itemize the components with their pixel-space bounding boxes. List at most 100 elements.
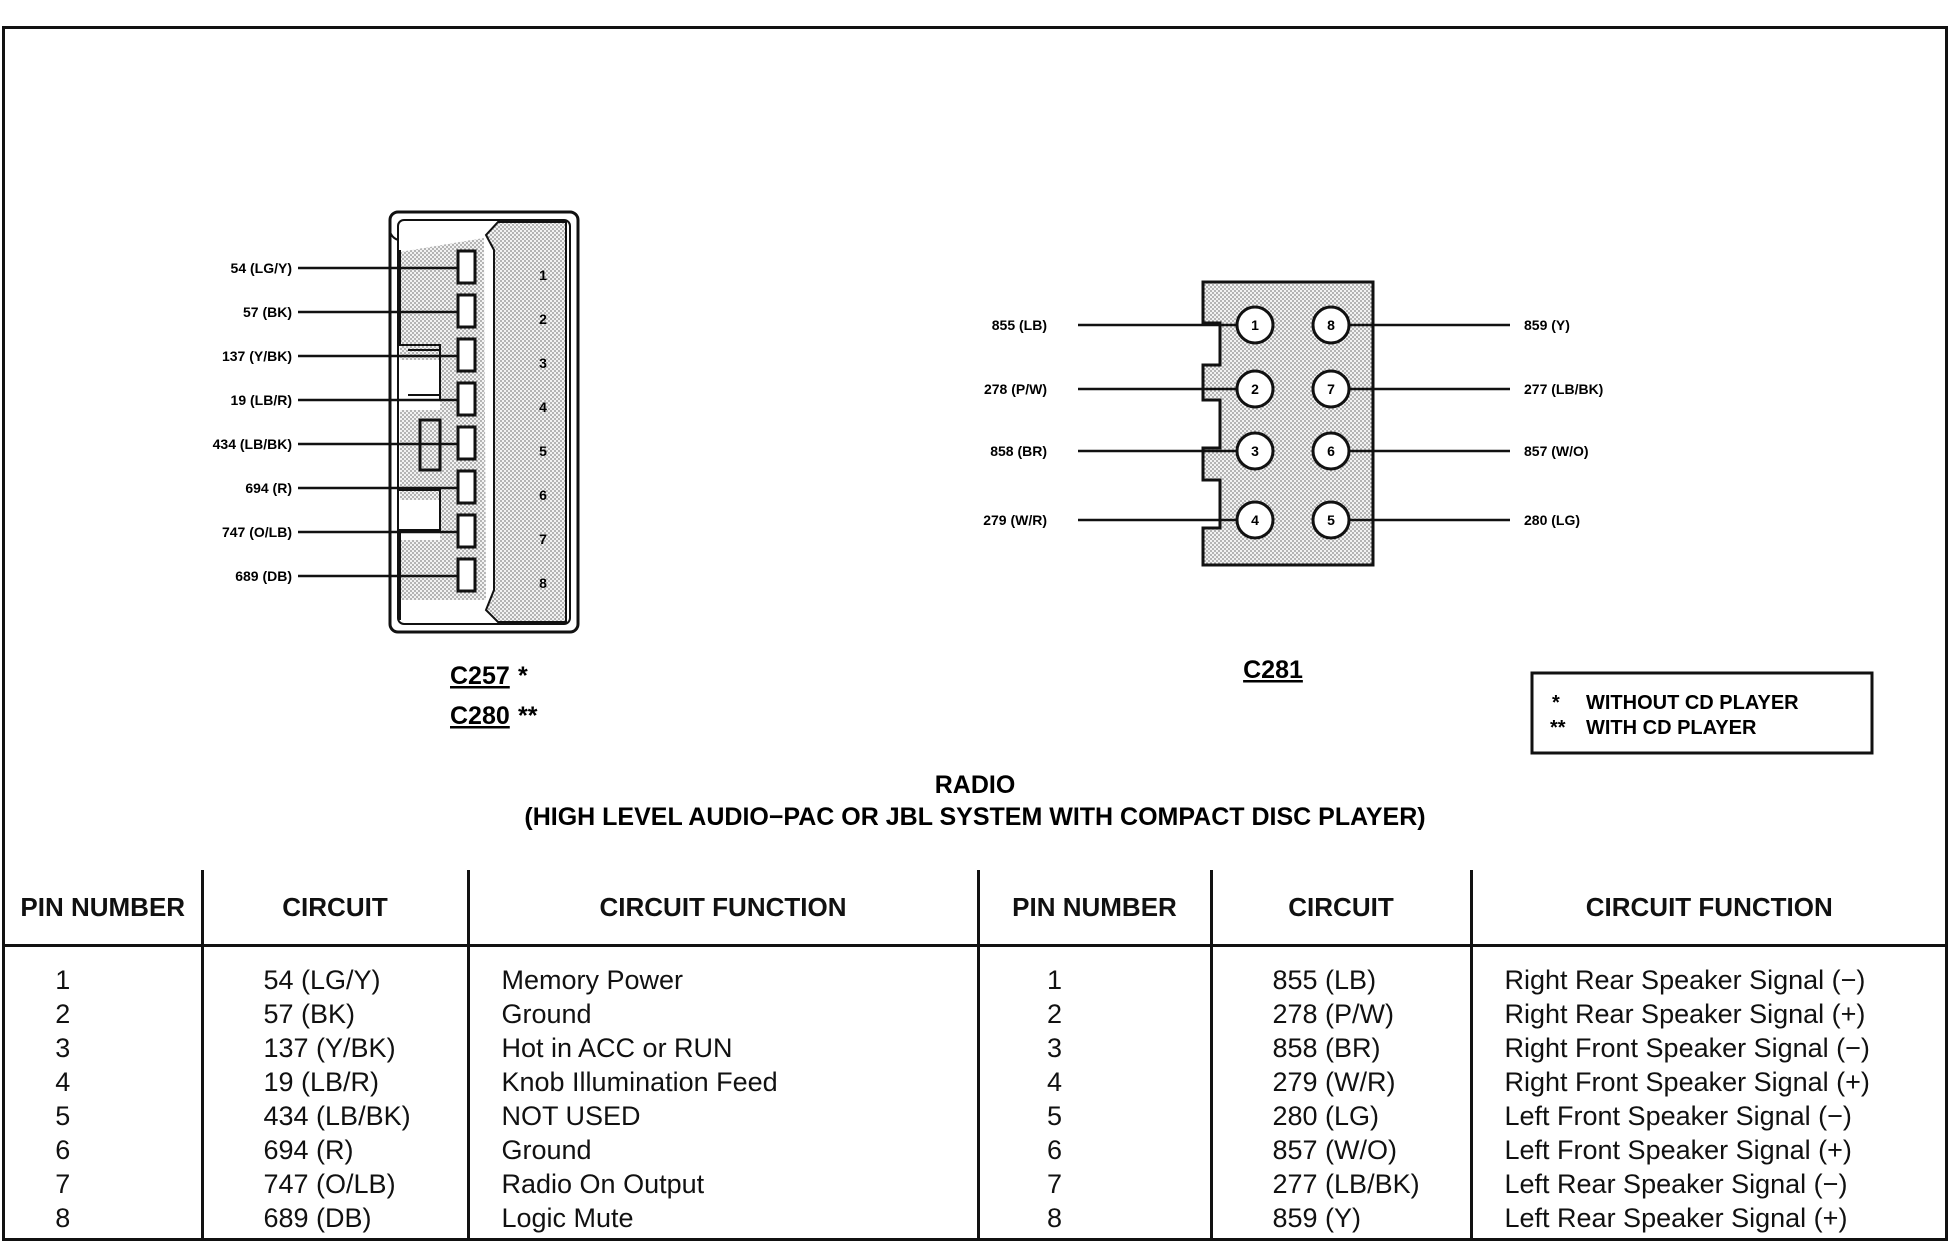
table-cell-right-function: Right Rear Speaker Signal (+) xyxy=(1504,999,1866,1029)
table-cell-right-pin: 6 xyxy=(1046,1135,1063,1165)
table-cell-left-circuit: 19 (LB/R) xyxy=(263,1067,380,1097)
table-cell-left-function: NOT USED xyxy=(501,1101,641,1131)
terminal-c281-left-1 xyxy=(1235,305,1275,345)
table-cell-right-circuit: 855 (LB) xyxy=(1272,965,1377,995)
wire-label-c281-left: 279 (W/R) xyxy=(983,512,1047,528)
wire-label-c257: 747 (O/LB) xyxy=(222,524,292,540)
diagram-subtitle: (HIGH LEVEL AUDIO−PAC OR JBL SYSTEM WITH… xyxy=(524,803,1425,831)
left-circuit-column: 54 (LG/Y)57 (BK)137 (Y/BK)19 (LB/R)434 (… xyxy=(202,945,470,1238)
terminal-c257-3 xyxy=(456,337,477,373)
pin-number-c281-right: 8 xyxy=(1327,317,1335,333)
connector-c281-body xyxy=(1201,280,1375,567)
table-cell-right-pin: 4 xyxy=(1046,1067,1063,1097)
terminal-c257-1 xyxy=(456,249,477,285)
terminal-c257-5 xyxy=(456,425,477,461)
terminal-c281-right-2 xyxy=(1311,369,1351,409)
terminal-c281-left-4 xyxy=(1235,500,1275,540)
wire-label-c281-left: 858 (BR) xyxy=(990,443,1047,459)
table-cell-right-circuit: 279 (W/R) xyxy=(1272,1067,1396,1097)
header-circuit-right: CIRCUIT xyxy=(1211,870,1473,947)
header-pin-number-right: PIN NUMBER xyxy=(978,870,1213,947)
pin-number-c281-left: 4 xyxy=(1251,512,1259,528)
wire-label-c257: 689 (DB) xyxy=(235,568,292,584)
table-cell-left-pin: 1 xyxy=(55,965,71,995)
terminal-c281-right-3 xyxy=(1311,431,1351,471)
pin-number-c257: 8 xyxy=(539,575,547,591)
diagram-frame xyxy=(2,26,1948,1241)
terminal-c281-right-4 xyxy=(1311,500,1351,540)
table-cell-left-pin: 4 xyxy=(55,1067,71,1097)
table-cell-right-pin: 3 xyxy=(1046,1033,1063,1063)
table-cell-right-function: Right Front Speaker Signal (+) xyxy=(1504,1067,1870,1097)
wire-label-c257: 54 (LG/Y) xyxy=(231,260,292,276)
header-function-left: CIRCUIT FUNCTION xyxy=(468,870,980,947)
pin-number-c257: 7 xyxy=(539,531,547,547)
wire-label-c281-left: 855 (LB) xyxy=(992,317,1047,333)
pin-number-c257: 4 xyxy=(539,399,547,415)
pin-number-c257: 1 xyxy=(539,267,547,283)
table-cell-left-pin: 3 xyxy=(55,1033,71,1063)
header-circuit-left: CIRCUIT xyxy=(202,870,470,947)
legend-text-2: WITH CD PLAYER xyxy=(1586,717,1757,739)
table-cell-left-pin: 8 xyxy=(55,1203,71,1233)
pin-number-c257: 6 xyxy=(539,487,547,503)
table-cell-left-function: Hot in ACC or RUN xyxy=(501,1033,733,1063)
pin-number-c281-right: 6 xyxy=(1327,443,1335,459)
table-cell-left-function: Logic Mute xyxy=(501,1203,634,1233)
wire-label-c281-right: 277 (LB/BK) xyxy=(1524,381,1603,397)
legend-text-1: WITHOUT CD PLAYER xyxy=(1586,692,1799,714)
table-cell-left-circuit: 689 (DB) xyxy=(263,1203,372,1233)
table-cell-right-function: Left Front Speaker Signal (+) xyxy=(1504,1135,1852,1165)
table-cell-left-circuit: 137 (Y/BK) xyxy=(263,1033,396,1063)
connector-label-c257: C257 xyxy=(450,662,510,690)
legend-mark-2: ** xyxy=(1550,717,1566,739)
table-cell-left-pin: 7 xyxy=(55,1169,71,1199)
diagram-title: RADIO xyxy=(935,771,1016,799)
table-cell-right-circuit: 857 (W/O) xyxy=(1272,1135,1398,1165)
pin-number-c281-left: 3 xyxy=(1251,443,1259,459)
pin-number-c257: 5 xyxy=(539,443,547,459)
right-circuit-column: 855 (LB)278 (P/W)858 (BR)279 (W/R)280 (L… xyxy=(1211,945,1473,1238)
terminal-c257-7 xyxy=(456,513,477,549)
table-cell-left-pin: 6 xyxy=(55,1135,71,1165)
wire-label-c257: 137 (Y/BK) xyxy=(222,348,292,364)
right-function-column: Right Rear Speaker Signal (−)Right Rear … xyxy=(1471,946,1946,1239)
table-cell-right-circuit: 277 (LB/BK) xyxy=(1272,1169,1420,1199)
table-cell-right-function: Left Rear Speaker Signal (+) xyxy=(1504,1203,1848,1233)
terminal-c281-left-2 xyxy=(1235,369,1275,409)
wire-label-c257: 57 (BK) xyxy=(243,304,292,320)
table-cell-right-pin: 8 xyxy=(1046,1203,1063,1233)
pin-number-c281-left: 2 xyxy=(1251,381,1259,397)
table-cell-left-circuit: 54 (LG/Y) xyxy=(263,965,381,995)
terminal-c281-right-1 xyxy=(1311,305,1351,345)
wire-label-c281-left: 278 (P/W) xyxy=(984,381,1047,397)
table-cell-left-function: Ground xyxy=(501,1135,592,1165)
pin-table-header: PIN NUMBER CIRCUIT CIRCUIT FUNCTION PIN … xyxy=(5,870,1946,947)
table-cell-left-circuit: 694 (R) xyxy=(263,1135,354,1165)
table-cell-left-circuit: 434 (LB/BK) xyxy=(263,1101,411,1131)
connector-label-c280: C280 xyxy=(450,702,510,730)
pin-number-c281-right: 7 xyxy=(1327,381,1335,397)
pin-number-c257: 2 xyxy=(539,311,547,327)
pin-number-c281-right: 5 xyxy=(1327,512,1335,528)
header-function-right: CIRCUIT FUNCTION xyxy=(1471,870,1946,947)
table-cell-right-circuit: 858 (BR) xyxy=(1272,1033,1381,1063)
table-cell-right-pin: 7 xyxy=(1046,1169,1063,1199)
legend-box: * WITHOUT CD PLAYER ** WITH CD PLAYER xyxy=(1530,671,1874,755)
table-cell-left-function: Ground xyxy=(501,999,592,1029)
legend-mark-1: * xyxy=(1552,692,1560,714)
pin-number-c257: 3 xyxy=(539,355,547,371)
header-pin-number-left: PIN NUMBER xyxy=(5,870,204,947)
terminal-c257-6 xyxy=(456,469,477,505)
connector-stars-c280: ** xyxy=(518,702,538,730)
connector-c257-body xyxy=(388,210,580,634)
table-cell-left-function: Memory Power xyxy=(501,965,684,995)
table-cell-right-circuit: 278 (P/W) xyxy=(1272,999,1395,1029)
table-cell-left-function: Radio On Output xyxy=(501,1169,705,1199)
